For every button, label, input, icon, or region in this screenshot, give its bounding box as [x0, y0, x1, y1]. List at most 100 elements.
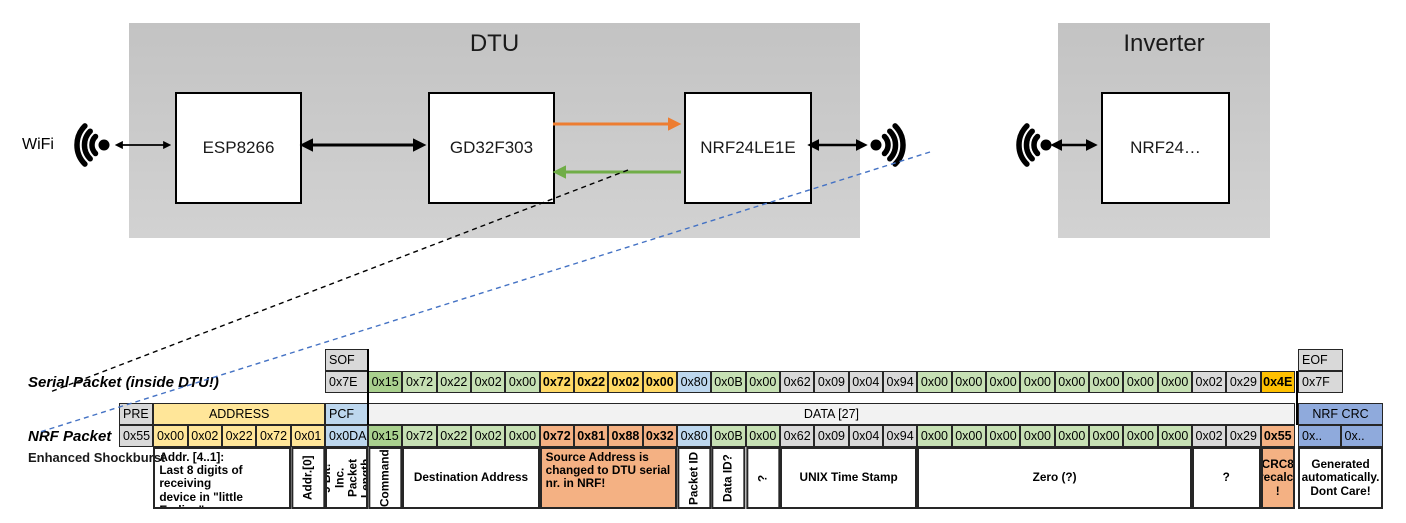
pcf-byte: 0x0DA [325, 425, 368, 447]
address-byte-cell: 0x72 [256, 425, 291, 447]
serial-byte-cell: 0x29 [1226, 371, 1261, 393]
nrf-byte-cell: 0x62 [779, 425, 815, 447]
nrf-crc-byte: 0x.. [1340, 425, 1383, 447]
serial-byte-cell: 0x00 [917, 371, 952, 393]
eof-header: EOF [1298, 349, 1343, 371]
nrf-byte-cell: 0x04 [848, 425, 883, 447]
serial-byte-cell: 0x00 [985, 371, 1021, 393]
serial-byte-cell: 0x72 [539, 371, 574, 393]
annotation-packet-id: Packet ID [676, 447, 712, 509]
nrf-byte-cell: 0x00 [745, 425, 780, 447]
annotation-addr0: Addr.[0] [290, 447, 325, 509]
serial-byte-cell: 0x0B [711, 371, 746, 393]
nrf-byte-cell: 0x00 [1088, 425, 1124, 447]
chip-nrf24-inverter: NRF24… [1101, 92, 1230, 204]
nrf-byte-cell: 0x00 [1054, 425, 1089, 447]
inverter-title: Inverter [1123, 30, 1205, 57]
address-byte-cell: 0x00 [153, 425, 188, 447]
annotation-unix-timestamp: UNIX Time Stamp [779, 447, 918, 509]
serial-byte-cell: 0x80 [676, 371, 712, 393]
nrf-byte-cell: 0x02 [470, 425, 506, 447]
nrf-byte-cell: 0x94 [882, 425, 918, 447]
serial-byte-cell: 0x02 [608, 371, 643, 393]
chip-esp8266: ESP8266 [175, 92, 302, 204]
annotation-receiver-address: Addr. [4..1]: Last 8 digits of receiving… [153, 447, 291, 509]
radio-waves-inverter-icon [1016, 123, 1052, 167]
nrf-byte-cell: 0x09 [814, 425, 849, 447]
nrf-byte-cell: 0x00 [1123, 425, 1158, 447]
chip-nrf24le1e-label: NRF24LE1E [700, 138, 796, 157]
nrf-byte-cell: 0x72 [402, 425, 437, 447]
annotation-pcf-length: 9 Bit! Inc. Packet Length [325, 447, 368, 509]
nrf-byte-cell: 0x02 [1191, 425, 1227, 447]
sof-header: SOF [325, 349, 368, 371]
sof-byte: 0x7E [325, 371, 368, 393]
annotation-source-address: Source Address is changed to DTU serial … [539, 447, 677, 509]
nrf-crc-header: NRF CRC [1298, 403, 1383, 425]
annotation-unknown-1: ? [745, 447, 780, 509]
serial-byte-cell: 0x02 [1191, 371, 1227, 393]
wifi-label: WiFi [22, 136, 54, 153]
address-byte-cell: 0x02 [187, 425, 222, 447]
annotation-nrf-crc-note: Generated automatically. Dont Care! [1298, 447, 1383, 509]
annotation-destination-address: Destination Address [402, 447, 540, 509]
pre-header: PRE [119, 403, 154, 425]
serial-byte-cell: 0x00 [1157, 371, 1192, 393]
serial-byte-cell: 0x02 [470, 371, 506, 393]
address-byte-cell: 0x01 [290, 425, 325, 447]
nrf-byte-cell: 0x00 [1020, 425, 1055, 447]
annotation-zero: Zero (?) [917, 447, 1192, 509]
serial-byte-cell: 0x15 [368, 371, 403, 393]
serial-byte-cell: 0x00 [1088, 371, 1124, 393]
enhanced-shockburst-label: Enhanced Shockburst [28, 450, 166, 465]
annotation-command: Command [368, 447, 403, 509]
serial-byte-cell: 0x00 [951, 371, 986, 393]
serial-byte-cell: 0x22 [436, 371, 471, 393]
serial-byte-cell: 0x4E [1260, 371, 1295, 393]
chip-gd32f303-label: GD32F303 [449, 138, 534, 157]
serial-byte-cell: 0x00 [505, 371, 540, 393]
serial-byte-cell: 0x00 [642, 371, 677, 393]
nrf-crc-byte: 0x.. [1298, 425, 1341, 447]
nrf-byte-cell: 0x55 [1260, 425, 1295, 447]
nrf-byte-cell: 0x15 [368, 425, 403, 447]
serial-byte-cell: 0x22 [573, 371, 609, 393]
chip-esp8266-label: ESP8266 [202, 138, 275, 157]
nrf-byte-cell: 0x29 [1226, 425, 1261, 447]
nrf-byte-cell: 0x00 [951, 425, 986, 447]
eof-byte: 0x7F [1298, 371, 1343, 393]
chip-nrf24le1e: NRF24LE1E [684, 92, 812, 204]
dtu-title: DTU [469, 30, 520, 57]
pre-byte: 0x55 [119, 425, 154, 447]
pcf-header: PCF [325, 403, 368, 425]
serial-byte-cell: 0x04 [848, 371, 883, 393]
nrf-byte-cell: 0x00 [917, 425, 952, 447]
chip-gd32f303: GD32F303 [428, 92, 555, 204]
address-byte-cell: 0x22 [222, 425, 257, 447]
radio-waves-dtu-icon [870, 123, 906, 167]
serial-byte-cell: 0x72 [402, 371, 437, 393]
nrf-byte-cell: 0x81 [573, 425, 609, 447]
annotation-data-id: Data ID? [711, 447, 746, 509]
serial-byte-cell: 0x00 [1020, 371, 1055, 393]
chip-nrf24-inverter-label: NRF24… [1130, 138, 1201, 157]
serial-byte-cell: 0x09 [814, 371, 849, 393]
serial-byte-cell: 0x94 [882, 371, 918, 393]
nrf-byte-cell: 0x80 [676, 425, 712, 447]
annotation-unknown-2: ? [1191, 447, 1261, 509]
nrf-byte-cell: 0x00 [985, 425, 1021, 447]
address-header: ADDRESS [153, 403, 325, 425]
nrf-byte-cell: 0x32 [642, 425, 677, 447]
serial-byte-cell: 0x00 [745, 371, 780, 393]
serial-byte-cell: 0x00 [1054, 371, 1089, 393]
nrf-byte-cell: 0x0B [711, 425, 746, 447]
nrf-byte-cell: 0x72 [539, 425, 574, 447]
data-header: DATA [27] [368, 403, 1295, 425]
serial-byte-cell: 0x62 [779, 371, 815, 393]
serial-packet-label: Serial Packet (inside DTU!) [28, 374, 219, 391]
nrf-byte-cell: 0x88 [608, 425, 643, 447]
nrf-byte-cell: 0x22 [436, 425, 471, 447]
nrf-byte-cell: 0x00 [1157, 425, 1192, 447]
annotation-crc8: CRC8 recalc. ! [1260, 447, 1295, 509]
